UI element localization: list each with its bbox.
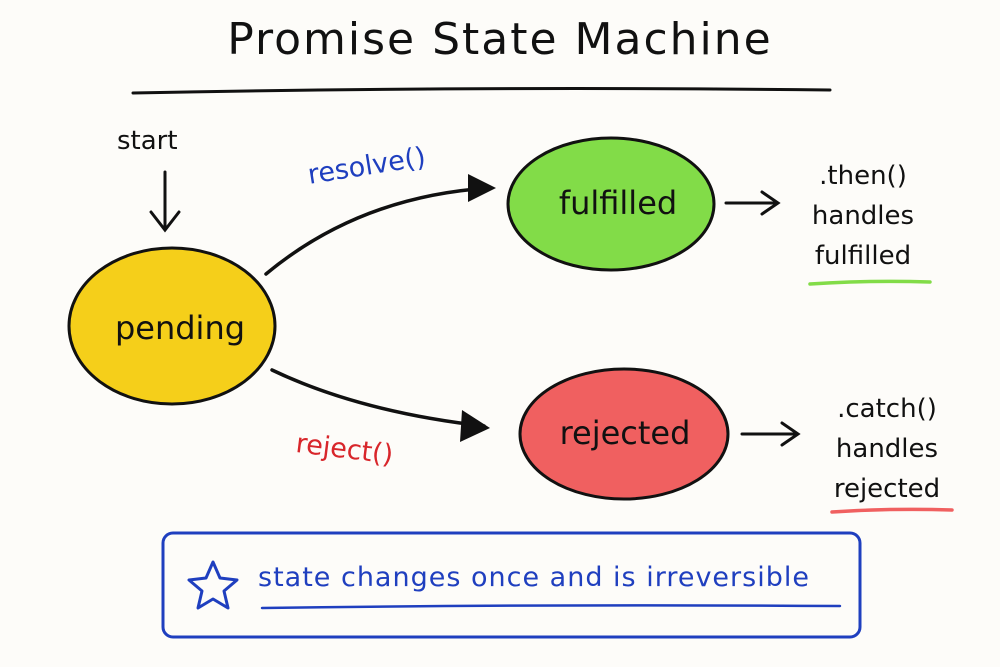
star-icon (187, 560, 239, 610)
reject-arrow (270, 368, 486, 428)
rejected-handler: .catch() handles rejected (812, 389, 962, 509)
catch-arrow (740, 421, 801, 447)
fulfilled-underline (808, 279, 932, 286)
start-label: start (117, 126, 178, 156)
rejected-label: rejected (559, 414, 691, 452)
resolve-arrow (264, 186, 492, 276)
then-state: fulfilled (814, 241, 912, 271)
note-text: state changes once and is irreversible (258, 562, 810, 593)
catch-method: .catch() (837, 394, 937, 424)
fulfilled-handler: .then() handles fulfilled (788, 156, 938, 276)
fulfilled-label: fulfilled (558, 184, 678, 222)
reject-arrowhead (460, 410, 490, 442)
then-arrow (724, 190, 781, 216)
fulfilled-node (506, 136, 716, 272)
rejected-node (518, 367, 730, 501)
pending-node (67, 246, 277, 406)
title-underline (131, 87, 832, 95)
rejected-underline (830, 507, 954, 514)
catch-handles: handles (835, 434, 939, 464)
catch-state: rejected (833, 474, 941, 504)
pending-label: pending (114, 309, 246, 347)
resolve-arrowhead (468, 174, 496, 202)
then-handles: handles (811, 201, 915, 231)
then-method: .then() (819, 161, 907, 191)
note-box (161, 531, 862, 639)
page-title: Promise State Machine (227, 14, 773, 65)
start-arrow (149, 170, 181, 233)
note-underline (260, 604, 842, 610)
